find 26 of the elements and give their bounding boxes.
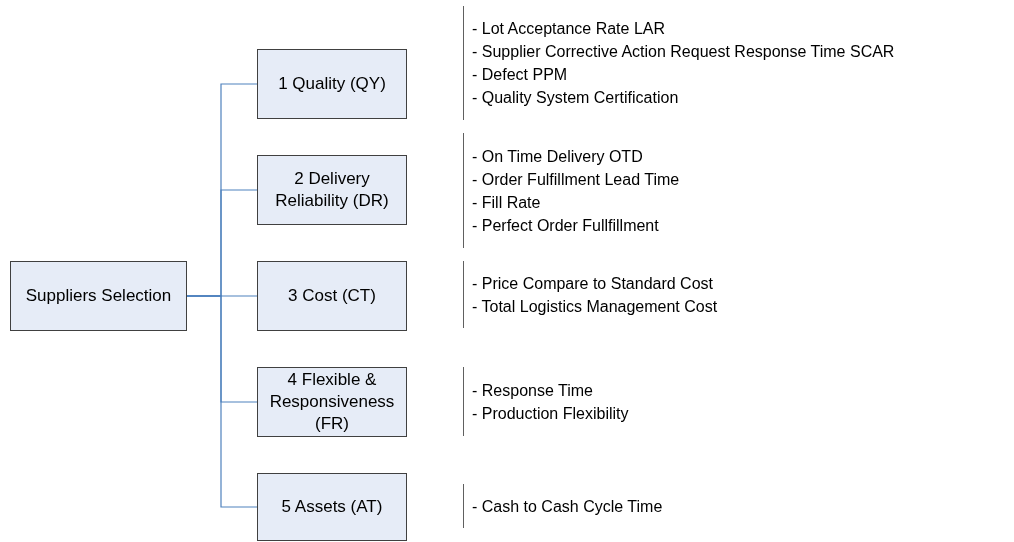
metric-item: - Production Flexibility	[472, 403, 629, 424]
metric-item: - Quality System Certification	[472, 88, 680, 108]
box-label: 1 Quality (QY)	[278, 73, 386, 95]
category-box	[257, 49, 407, 119]
metric-item: - Supplier Corrective Action Request Response Time SCAR	[472, 42, 895, 62]
metric-item: - Fill Rate	[472, 192, 542, 213]
box-label: 2 Delivery Reliability (DR)	[274, 168, 390, 212]
category-box	[257, 367, 407, 437]
category-box	[257, 473, 407, 541]
metric-item: - On Time Delivery OTD	[472, 146, 644, 167]
metric-item: - Order Fulfillment Lead Time	[472, 169, 680, 190]
category-box	[10, 261, 187, 331]
metric-item: - Lot Acceptance Rate LAR	[472, 19, 666, 39]
connector-line	[186, 295, 258, 508]
metric-item: - Price Compare to Standard Cost	[472, 273, 714, 294]
box-label: 3 Cost (CT)	[288, 285, 376, 307]
metric-item: - Cash to Cash Cycle Time	[472, 496, 663, 517]
metric-item: - Defect PPM	[472, 65, 569, 85]
box-label: Suppliers Selection	[25, 285, 172, 307]
category-box	[257, 261, 407, 331]
metric-item: - Perfect Order Fullfillment	[472, 215, 660, 236]
metric-item: - Total Logistics Management Cost	[472, 296, 718, 317]
box-label: 5 Assets (AT)	[281, 496, 383, 518]
box-label: 4 Flexible & Responsiveness (FR)	[268, 369, 396, 435]
metric-item: - Response Time	[472, 380, 594, 401]
category-box	[257, 155, 407, 225]
